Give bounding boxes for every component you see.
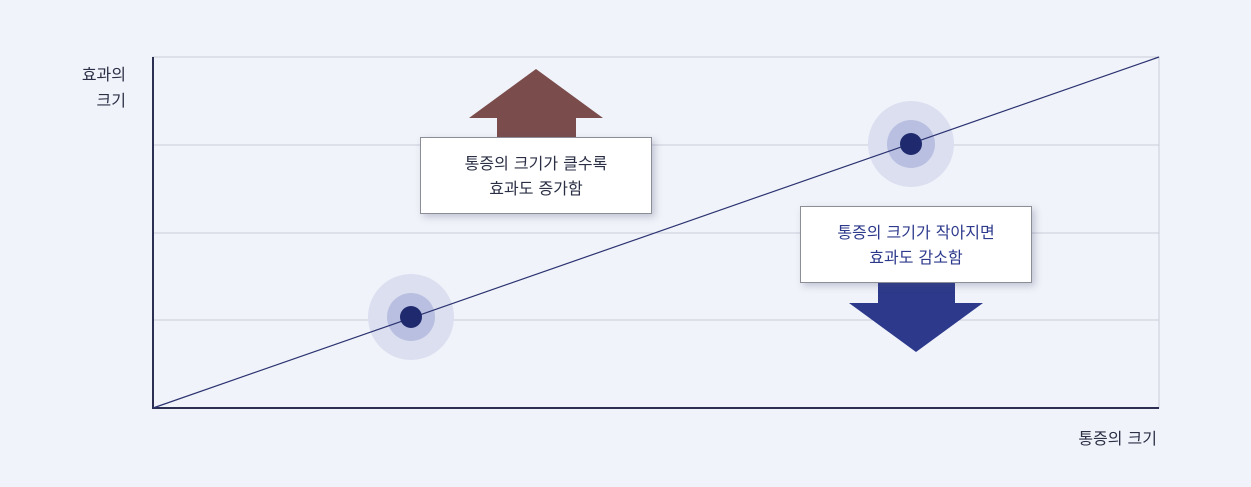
data-point-high-center [900,133,922,155]
y-axis-label: 효과의 크기 [81,65,126,110]
arrow-down-icon [849,280,983,352]
callout-increase: 통증의 크기가 클수록 효과도 증가함 [420,137,652,214]
data-point-low-center [400,306,422,328]
trend-line [152,56,1160,409]
x-axis-label: 통증의 크기 [1078,429,1157,448]
callout-decrease: 통증의 크기가 작아지면 효과도 감소함 [800,206,1032,283]
arrow-up-icon [469,69,603,140]
